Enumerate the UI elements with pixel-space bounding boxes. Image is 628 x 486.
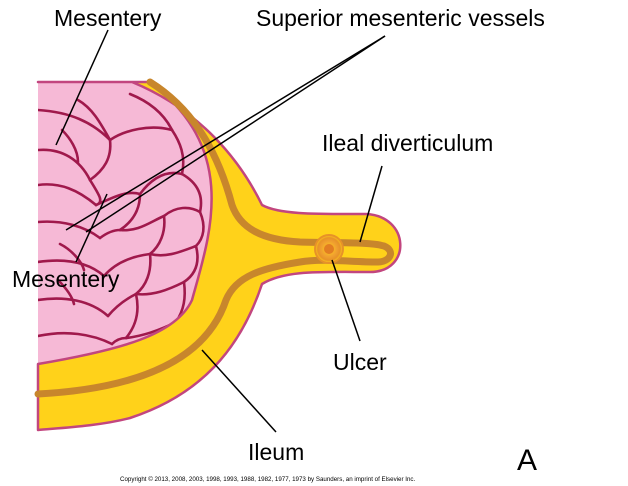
label-ulcer: Ulcer [333,349,387,375]
labels: Mesentery Superior mesenteric vessels Il… [12,5,545,483]
label-ileum: Ileum [248,439,304,465]
leader-ileum [201,349,277,433]
leader-superior-vessels-a [65,35,386,231]
ileum [34,78,402,432]
mesentery-fill [38,82,212,364]
ulcer-center [324,244,334,254]
ileum-lumen-band [34,78,394,398]
mesentery [38,82,212,364]
ileum-outer-wall [36,80,402,432]
label-mesentery-left: Mesentery [12,266,120,292]
label-superior-mesenteric-vessels: Superior mesenteric vessels [256,5,545,31]
label-mesentery-top: Mesentery [54,5,162,31]
leader-ulcer [331,259,361,342]
leader-mesentery-top [55,29,109,146]
leader-lines [55,29,386,433]
leader-mesentery-left [75,193,108,263]
panel-letter: A [517,444,537,477]
ulcer [314,234,344,264]
leader-superior-vessels-b [85,35,386,233]
mesenteric-vessel-network [38,92,205,346]
copyright-notice: Copyright © 2013, 2008, 2003, 1998, 1993… [120,476,416,483]
leader-ileal-diverticulum [359,165,383,243]
label-ileal-diverticulum: Ileal diverticulum [322,130,493,156]
